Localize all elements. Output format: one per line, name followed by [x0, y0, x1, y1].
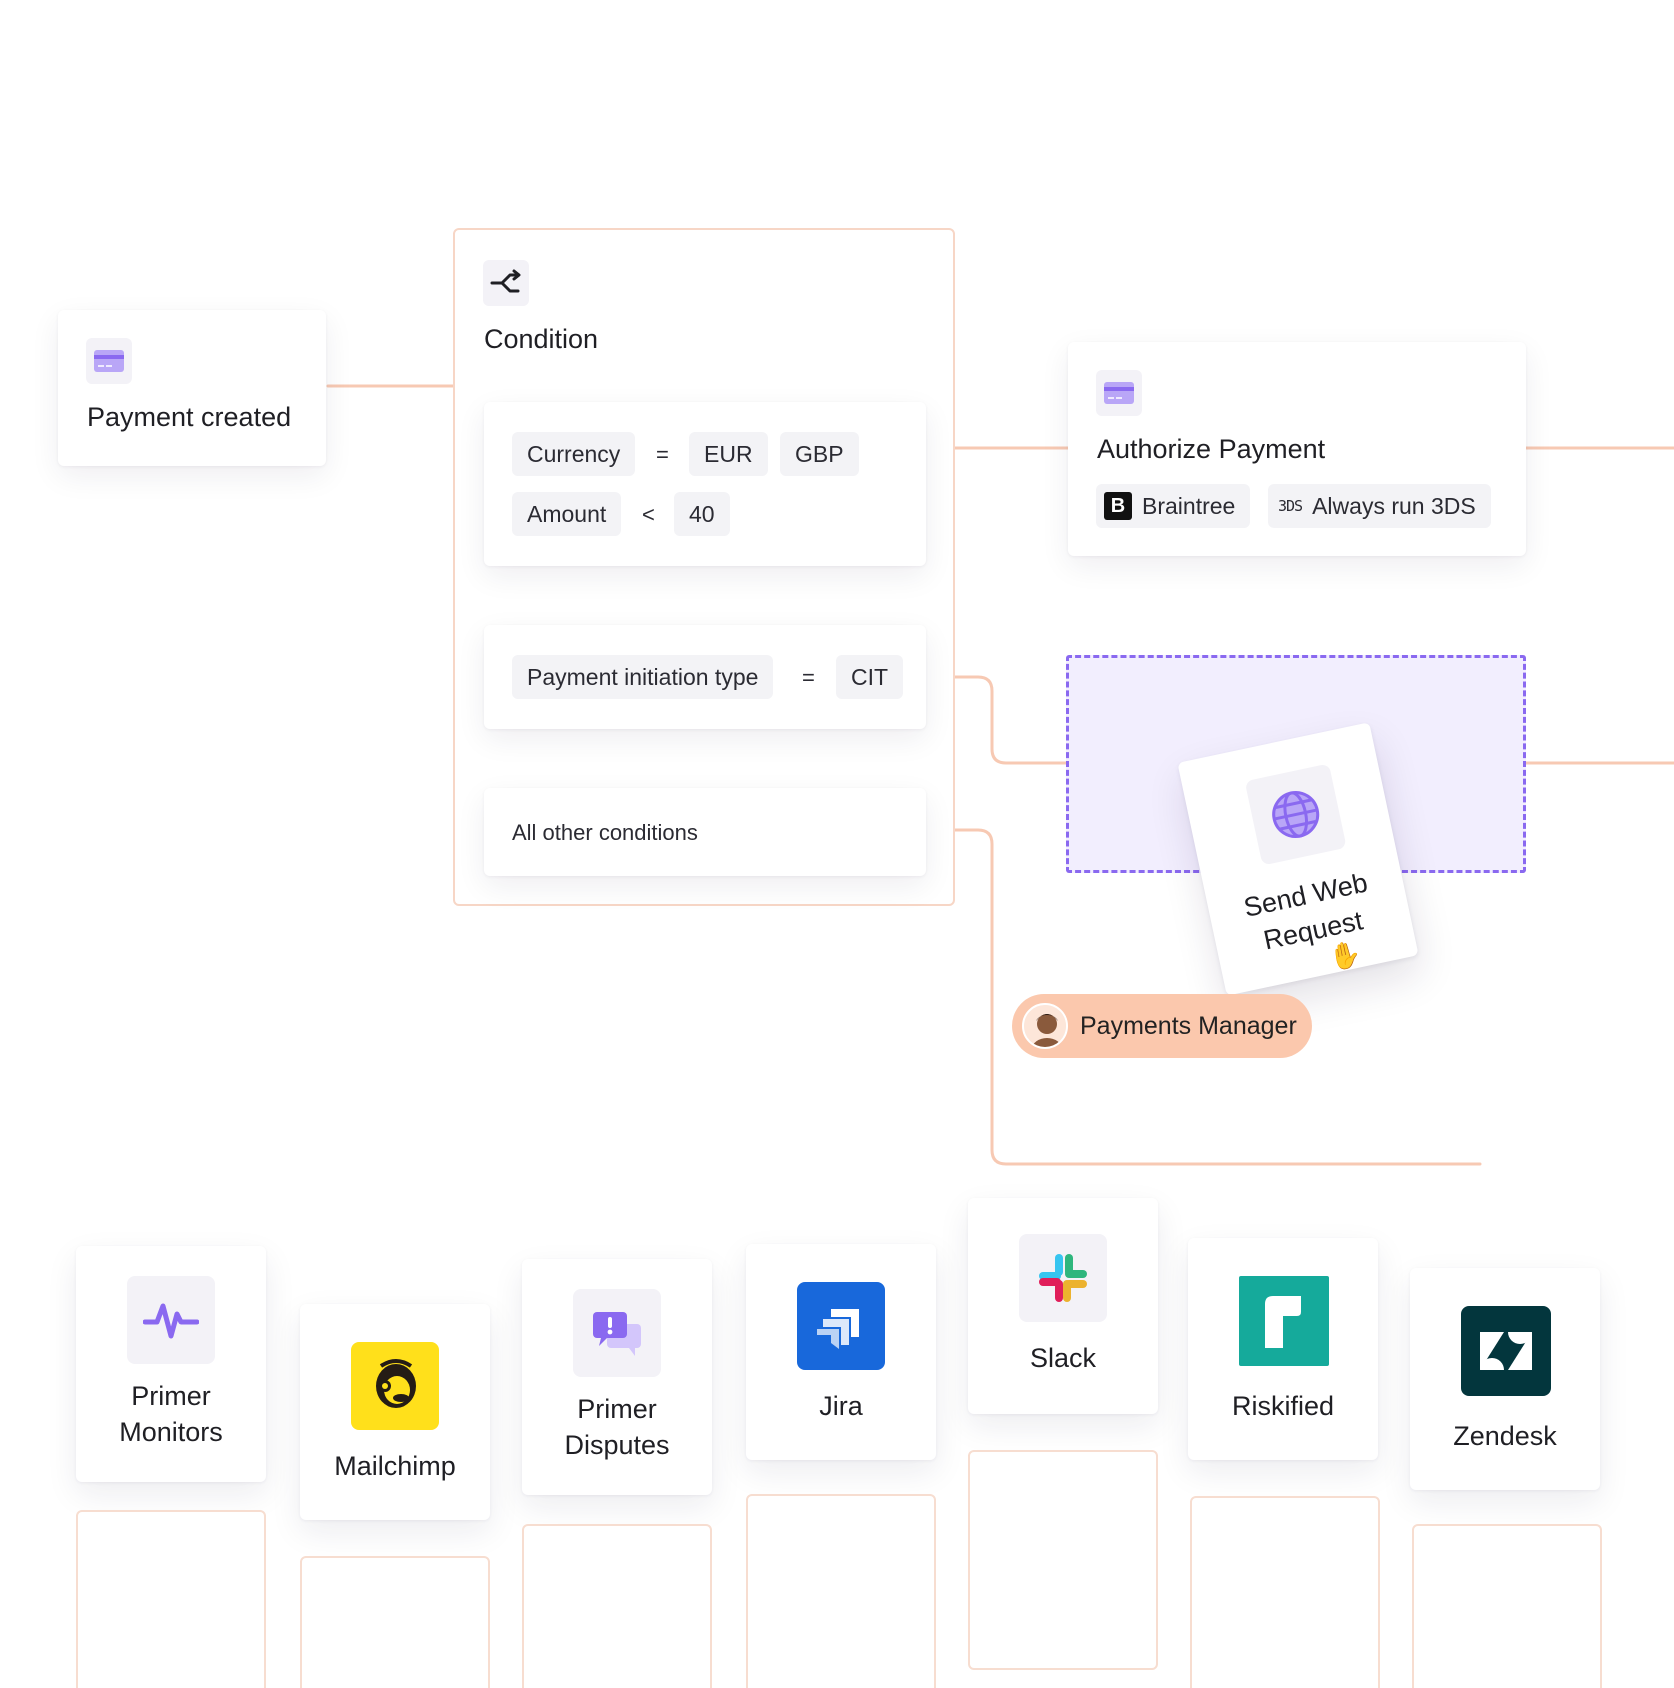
app-tile-zendesk[interactable]: Zendesk [1410, 1268, 1600, 1490]
mailchimp-logo-icon [351, 1342, 439, 1430]
processor-chip[interactable]: B Braintree [1096, 484, 1251, 528]
collaborator-cursor-label: Payments Manager [1012, 994, 1312, 1058]
rule-operator-equals: = [802, 665, 815, 690]
pulse-icon [127, 1276, 215, 1364]
app-tile-primer-disputes[interactable]: Primer Disputes [522, 1259, 712, 1495]
rule-value-eur[interactable]: EUR [689, 432, 768, 476]
fallback-label: All other conditions [512, 820, 698, 845]
trigger-node[interactable]: Payment created [58, 310, 326, 466]
condition-rule-2[interactable]: Payment initiation type = CIT [484, 625, 926, 729]
rule-operator-equals: = [656, 442, 669, 467]
jira-logo-icon [797, 1282, 885, 1370]
condition-rule-fallback[interactable]: All other conditions [484, 788, 926, 876]
app-tile-primer-monitors[interactable]: Primer Monitors [76, 1246, 266, 1482]
app-tile-jira[interactable]: Jira [746, 1244, 936, 1460]
authorize-payment-node[interactable]: Authorize Payment B Braintree 3DS Always… [1068, 342, 1526, 556]
app-label-line1: Jira [819, 1391, 863, 1421]
rule-value-amount[interactable]: 40 [674, 492, 730, 536]
app-label-line1: Slack [1029, 1343, 1097, 1373]
app-tile-mailchimp[interactable]: Mailchimp [300, 1304, 490, 1520]
riskified-logo-icon [1239, 1276, 1329, 1366]
dragged-send-web-request-node[interactable]: Send Web Request ✋ [1177, 722, 1419, 996]
app-tile-slack[interactable]: Slack [968, 1198, 1158, 1414]
credit-card-icon [1096, 370, 1142, 416]
credit-card-icon [86, 338, 132, 384]
app-tile-placeholder [968, 1450, 1158, 1670]
authorize-title: Authorize Payment [1097, 434, 1326, 464]
avatar [1022, 1003, 1068, 1049]
app-tile-placeholder [1412, 1524, 1602, 1688]
app-label-line2: Disputes [564, 1430, 670, 1460]
grab-cursor-icon: ✋ [1326, 937, 1365, 974]
processor-label: Braintree [1142, 492, 1236, 519]
app-tile-riskified[interactable]: Riskified [1188, 1238, 1378, 1460]
branch-icon [483, 260, 529, 306]
rule-operator-less-than: < [642, 502, 655, 527]
three-ds-chip[interactable]: 3DS Always run 3DS [1268, 484, 1491, 528]
condition-rule-1[interactable]: Currency = EUR GBP Amount < 40 [484, 402, 926, 566]
app-label-line1: Primer [131, 1381, 211, 1411]
globe-icon [1244, 763, 1347, 866]
app-tile-placeholder [522, 1524, 712, 1688]
zendesk-logo-icon [1461, 1306, 1551, 1396]
app-label-line1: Zendesk [1453, 1421, 1557, 1451]
trigger-title: Payment created [87, 402, 292, 432]
app-label-line1: Primer [577, 1394, 657, 1424]
rule-value-cit[interactable]: CIT [836, 655, 904, 699]
dispute-chat-icon [573, 1289, 661, 1377]
rule-field-amount[interactable]: Amount [512, 492, 622, 536]
rule-field-payment-initiation-type[interactable]: Payment initiation type [512, 655, 774, 699]
braintree-logo-icon: B [1104, 492, 1132, 520]
rule-field-currency[interactable]: Currency [512, 432, 636, 476]
condition-node[interactable]: Condition Currency = EUR GBP Amount < 40… [453, 228, 955, 906]
app-tile-placeholder [76, 1510, 266, 1688]
app-tile-placeholder [746, 1494, 936, 1688]
slack-logo-icon [1019, 1234, 1107, 1322]
three-ds-label: Always run 3DS [1312, 492, 1476, 519]
rule-value-gbp[interactable]: GBP [780, 432, 859, 476]
app-tile-placeholder [1190, 1496, 1380, 1688]
collaborator-name: Payments Manager [1080, 1011, 1297, 1040]
app-label-line2: Monitors [119, 1417, 223, 1447]
app-label-line1: Riskified [1231, 1391, 1335, 1421]
three-ds-badge-icon: 3DS [1278, 497, 1303, 515]
app-tile-placeholder [300, 1556, 490, 1688]
condition-title: Condition [484, 324, 599, 354]
app-label-line1: Mailchimp [334, 1451, 456, 1481]
